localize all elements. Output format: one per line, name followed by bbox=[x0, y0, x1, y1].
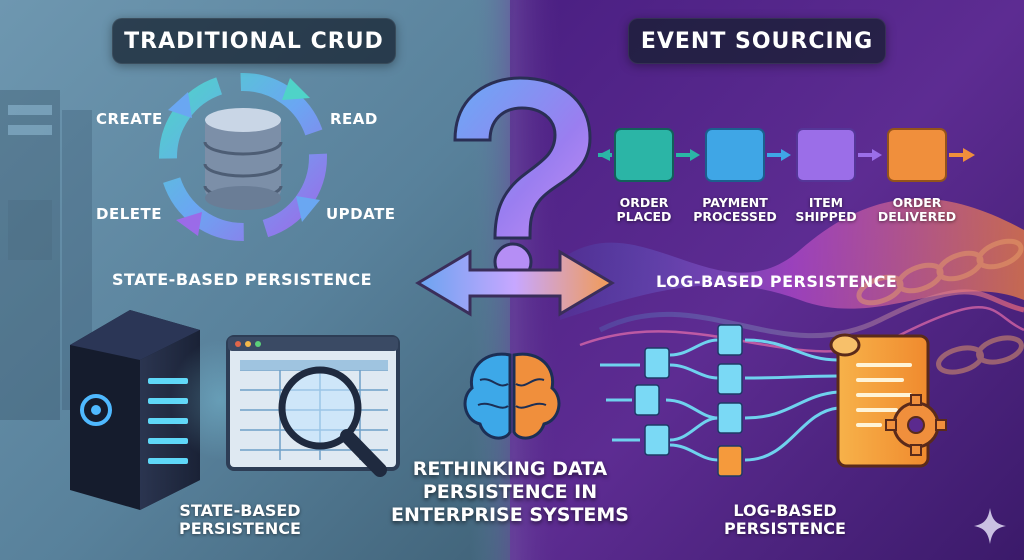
sparkle-icon bbox=[974, 508, 1006, 544]
crud-create-label: CREATE bbox=[96, 110, 163, 128]
event-sourcing-title-text: EVENT SOURCING bbox=[640, 28, 874, 54]
traditional-crud-title-text: TRADITIONAL CRUD bbox=[124, 28, 384, 54]
double-arrow-icon bbox=[415, 249, 615, 317]
event-label-item-shipped: ITEM SHIPPED bbox=[771, 195, 881, 225]
crud-read-label: READ bbox=[330, 110, 378, 128]
event-label-line2: DELIVERED bbox=[877, 209, 957, 225]
bottom-log-based-line1: LOG-BASED bbox=[733, 501, 837, 520]
log-based-persistence-label: LOG-BASED PERSISTENCE bbox=[656, 272, 898, 291]
documents-flow bbox=[600, 324, 839, 477]
center-caption-line2: PERSISTENCE IN bbox=[422, 481, 598, 504]
event-label-order-placed: ORDER PLACED bbox=[589, 195, 699, 225]
event-label-line2: PROCESSED bbox=[693, 209, 777, 225]
event-label-line1: ORDER bbox=[619, 195, 669, 210]
state-based-persistence-label: STATE-BASED PERSISTENCE bbox=[112, 270, 373, 289]
event-label-line1: ORDER bbox=[892, 195, 942, 210]
event-label-line2: PLACED bbox=[616, 209, 672, 225]
database-icon bbox=[203, 108, 283, 210]
bottom-state-based-caption: STATE-BASED PERSISTENCE bbox=[150, 501, 330, 539]
event-label-payment-processed: PAYMENT PROCESSED bbox=[680, 195, 790, 225]
gear-icon bbox=[885, 394, 947, 456]
crud-delete-label: DELETE bbox=[96, 205, 162, 223]
event-label-line1: ITEM bbox=[808, 195, 844, 210]
event-chain bbox=[598, 128, 975, 182]
bottom-log-based-line2: PERSISTENCE bbox=[724, 519, 846, 539]
crud-cycle bbox=[159, 73, 327, 241]
center-caption-line1: RETHINKING DATA bbox=[412, 458, 608, 480]
crud-update-label: UPDATE bbox=[326, 205, 396, 223]
bottom-log-based-caption: LOG-BASED PERSISTENCE bbox=[700, 501, 870, 539]
event-sourcing-title: EVENT SOURCING bbox=[628, 18, 886, 64]
magnifier-icon bbox=[278, 366, 387, 477]
event-label-line1: PAYMENT bbox=[702, 195, 768, 210]
bottom-state-based-line1: STATE-BASED bbox=[179, 501, 301, 520]
brain-icon bbox=[463, 352, 561, 440]
center-caption-line3: ENTERPRISE SYSTEMS bbox=[390, 504, 629, 527]
bottom-state-based-line2: PERSISTENCE bbox=[179, 519, 301, 539]
event-label-order-delivered: ORDER DELIVERED bbox=[862, 195, 972, 225]
center-caption: RETHINKING DATA PERSISTENCE IN ENTERPRIS… bbox=[390, 458, 630, 528]
traditional-crud-title: TRADITIONAL CRUD bbox=[112, 18, 396, 64]
event-label-line2: SHIPPED bbox=[795, 209, 857, 225]
